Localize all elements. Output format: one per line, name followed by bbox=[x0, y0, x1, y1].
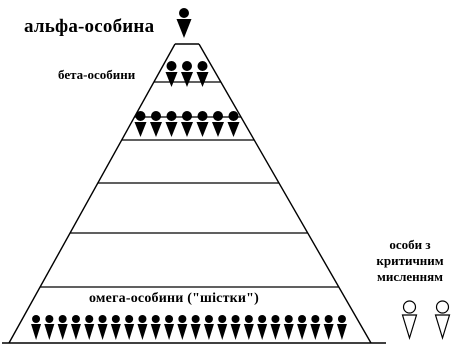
critical-thinking-label: особи з критичним мисленням bbox=[376, 237, 444, 284]
person-icon bbox=[323, 315, 334, 340]
person-icon bbox=[70, 315, 81, 340]
person-icon bbox=[165, 111, 178, 137]
person-icon bbox=[134, 111, 147, 137]
critical-person-icon bbox=[434, 300, 451, 341]
person-icon bbox=[283, 315, 294, 340]
beta-label: бета-особини bbox=[58, 67, 136, 82]
person-icon bbox=[176, 8, 192, 38]
omega-label: омега-особини ("шістки") bbox=[89, 291, 260, 306]
person-icon bbox=[57, 315, 68, 340]
person-icon bbox=[181, 111, 193, 137]
person-icon bbox=[150, 315, 161, 340]
person-icon bbox=[137, 315, 148, 340]
person-icon bbox=[227, 111, 240, 137]
person-icon bbox=[243, 315, 254, 340]
person-icon bbox=[310, 315, 321, 340]
person-icon bbox=[177, 315, 188, 340]
person-icon bbox=[84, 315, 95, 340]
person-icon bbox=[257, 315, 268, 340]
person-icon bbox=[150, 111, 162, 137]
alpha-label: альфа-особина bbox=[24, 16, 155, 37]
critical-person-icon bbox=[401, 300, 418, 341]
person-icon bbox=[270, 315, 281, 340]
person-icon bbox=[196, 61, 209, 87]
person-icon bbox=[217, 315, 228, 340]
person-icon bbox=[97, 315, 108, 340]
pyramid-left-edge bbox=[8, 43, 176, 344]
person-icon bbox=[203, 315, 214, 340]
person-icon bbox=[297, 315, 308, 340]
person-icon bbox=[196, 111, 209, 137]
person-icon bbox=[230, 315, 241, 340]
individuals bbox=[31, 8, 451, 341]
person-icon bbox=[212, 111, 224, 137]
person-icon bbox=[181, 61, 193, 87]
person-icon bbox=[336, 315, 347, 340]
person-icon bbox=[165, 61, 178, 87]
person-icon bbox=[110, 315, 121, 340]
person-icon bbox=[164, 315, 175, 340]
person-icon bbox=[44, 315, 55, 340]
person-icon bbox=[190, 315, 201, 340]
pyramid-right-edge bbox=[198, 43, 372, 344]
person-icon bbox=[31, 315, 42, 340]
person-icon bbox=[124, 315, 135, 340]
